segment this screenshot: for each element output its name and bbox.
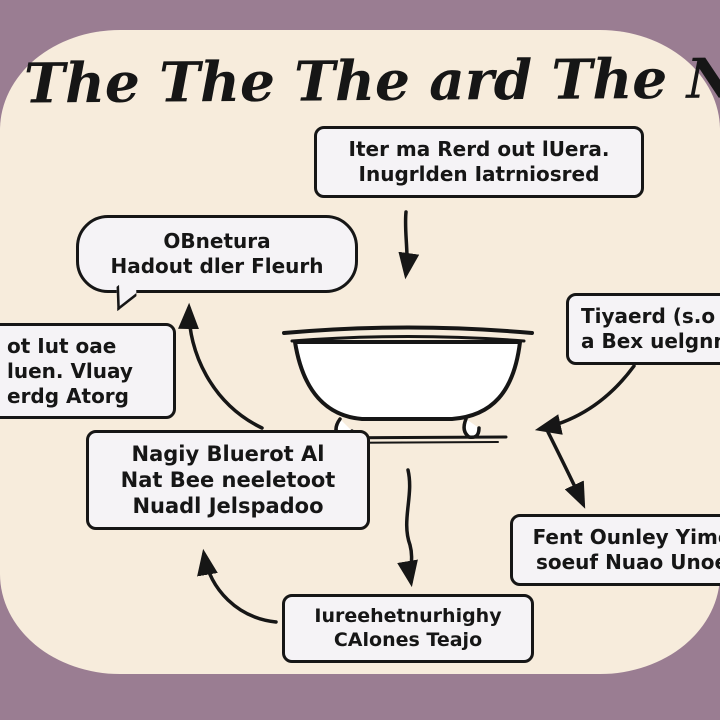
callout-mid-left: Nagiy Bluerot Al Nat Bee neeletoot Nuadl…: [86, 430, 370, 531]
callout-line: soeuf Nuao Unoe: [535, 549, 720, 574]
callout-line: luen. Vluay: [7, 358, 133, 383]
callout-line: Nat Bee neeletoot: [120, 468, 336, 493]
callout-line: Nagiy Bluerot Al: [131, 442, 325, 466]
callout-right-edge: Tiyaerd (s.o a Bex uelgnm: [566, 293, 720, 365]
diagram-title: The The The ard The Nouer: [23, 44, 720, 116]
callout-line: Iureehetnurhighy: [314, 605, 502, 627]
callout-left-edge: ot Iut oae luen. Vluay erdg Atorg: [0, 323, 176, 420]
callout-line: Nuadl Jelspadoo: [132, 494, 324, 519]
callout-line: ot Iut oae: [7, 334, 117, 358]
callout-line: erdg Atorg: [7, 383, 129, 408]
callout-line: Tiyaerd (s.o: [581, 304, 716, 328]
callout-line: Hadout dler Fleurh: [110, 253, 324, 278]
callout-line: Iter ma Rerd out lUera.: [348, 137, 610, 161]
callout-line: OBnetura: [163, 229, 271, 253]
callout-line: CAlones Teajo: [333, 628, 483, 651]
callout-bottom-center: Iureehetnurhighy CAlones Teajo: [282, 594, 534, 664]
callout-line: Inugrlden Iatrniosred: [358, 161, 600, 186]
callout-bottom-right: Fent Ounley Yime soeuf Nuao Unoe: [510, 514, 720, 586]
callout-line: Fent Ounley Yime: [532, 525, 720, 549]
callout-upper-left-bubble: OBnetura Hadout dler Fleurh: [76, 215, 358, 311]
callout-line: a Bex uelgnm: [581, 328, 720, 353]
callout-top: Iter ma Rerd out lUera. Inugrlden Iatrni…: [314, 126, 644, 198]
